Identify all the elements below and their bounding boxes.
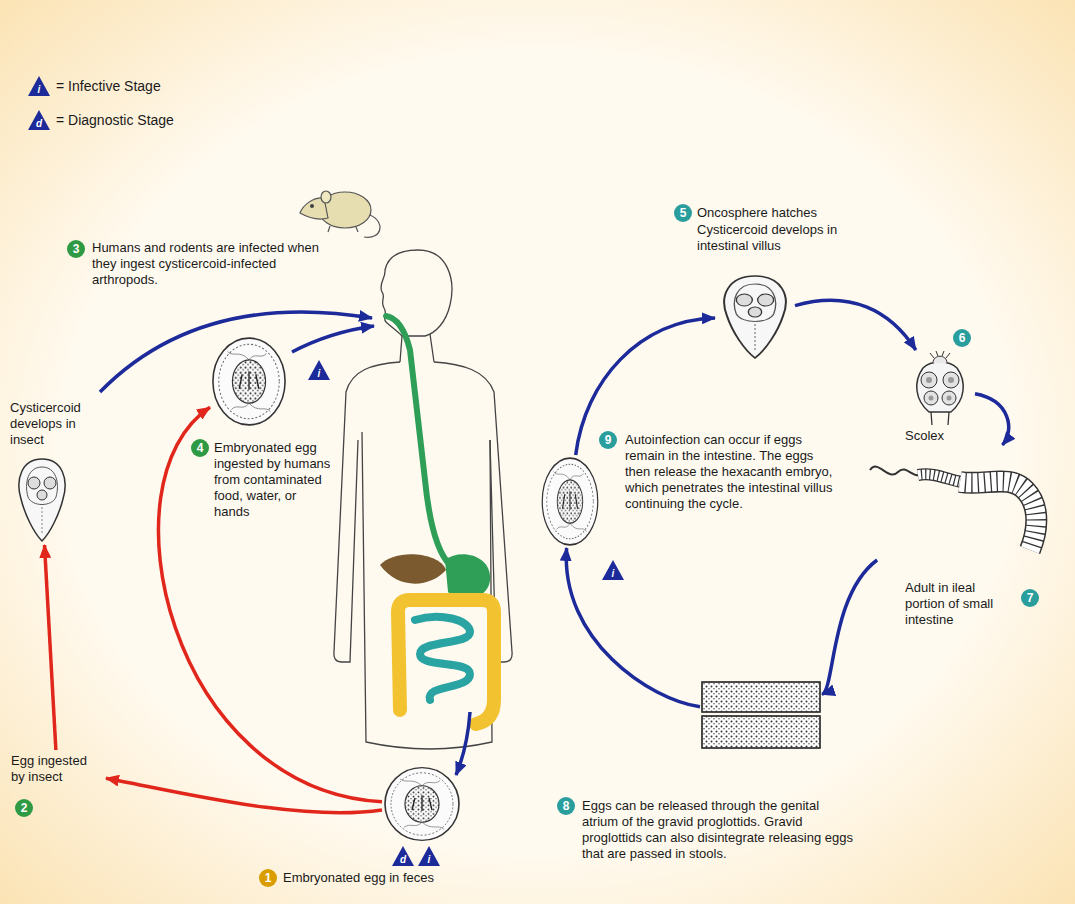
stage-text: Autoinfection can occur if eggs remain i… <box>625 432 840 512</box>
stage-mark-letter: d <box>28 118 50 130</box>
legend-triangles <box>28 76 50 96</box>
rat-illustration <box>364 215 380 237</box>
legend-text: = Infective Stage <box>56 78 161 95</box>
cycle-arrow <box>45 545 56 750</box>
stage-node: Autoinfection can occur if eggs remain i… <box>540 455 600 548</box>
legend-triangles <box>28 110 50 130</box>
adult-worm <box>918 474 962 482</box>
stage-text: Cysticercoid develops in intestinal vill… <box>697 222 872 254</box>
gravid-proglottids <box>702 682 820 712</box>
rat-illustration <box>321 191 331 203</box>
step-note: Humans and rodents are infected when the… <box>92 240 342 288</box>
stage-node: Adult in ileal portion of small intestin… <box>862 445 1047 560</box>
adult-worm <box>870 467 920 476</box>
cycle-arrow <box>566 548 700 707</box>
digestive-organs <box>415 617 470 700</box>
callout-number: 6 <box>953 329 971 347</box>
stage-mark-letter: d <box>392 854 414 866</box>
stage-triangles <box>418 846 440 866</box>
gravid-proglottids <box>702 716 820 748</box>
rat-illustration <box>300 191 380 237</box>
stage-triangles <box>602 560 624 580</box>
stage-text: Adult in ileal portion of small intestin… <box>905 580 1010 628</box>
digestive-organs <box>398 600 494 724</box>
callout-number: 4 <box>191 439 209 457</box>
stage-node: Eggs can be released through the genital… <box>700 680 822 750</box>
ingestion-arrows <box>100 312 372 392</box>
stage-text: Embryonated egg ingested by humans from … <box>214 440 332 520</box>
callout-number: 1 <box>259 869 277 887</box>
legend-text: = Diagnostic Stage <box>56 112 174 129</box>
stage-mark-letter: i <box>308 368 330 380</box>
digestive-organs <box>386 316 450 565</box>
callout-number: 3 <box>67 240 85 258</box>
stage-node: Scolex <box>905 350 975 425</box>
stage-pictures <box>542 458 598 545</box>
stage-text: Eggs can be released through the genital… <box>582 798 857 862</box>
stage-text: Cysticercoid develops in insect <box>10 400 98 448</box>
ingestion-arrows <box>100 312 470 775</box>
stage-triangles <box>392 846 414 866</box>
stage-pictures <box>19 459 65 541</box>
stage-mark-letter: i <box>602 568 624 580</box>
rat-illustration <box>311 205 314 208</box>
callout-number: 2 <box>15 799 33 817</box>
stage-pictures <box>213 338 285 425</box>
digestive-organs <box>380 316 494 724</box>
human-figure <box>381 250 452 336</box>
cycle-arrow <box>158 407 382 802</box>
stage-text: Egg ingested by insect <box>11 753 103 785</box>
callout-number: 8 <box>557 797 575 815</box>
adult-worm <box>960 481 1036 550</box>
adult-worm <box>870 467 1036 550</box>
ingestion-arrows <box>456 712 470 775</box>
stage-node: Egg ingested by insect <box>8 750 106 788</box>
stage-node: Cysticercoid develops in insect <box>12 455 72 545</box>
digestive-organs <box>445 554 490 599</box>
gravid-proglottids <box>702 716 820 748</box>
stage-text: Oncosphere hatches <box>697 205 817 221</box>
stage-pictures <box>724 276 786 358</box>
callout-number: 5 <box>674 204 692 222</box>
stage-node: Embryonated egg ingested by humans from … <box>210 335 288 428</box>
stage-text: Scolex <box>905 428 944 444</box>
legend-triangles <box>28 76 50 130</box>
stage-mark-letter: i <box>418 854 440 866</box>
stage-triangles <box>308 360 624 866</box>
callout-number: 9 <box>599 431 617 449</box>
stage-text: Embryonated egg in feces <box>283 870 434 886</box>
stage-triangles <box>308 360 330 380</box>
stage-node: Embryonated egg in feces <box>382 765 462 843</box>
gravid-proglottids <box>702 682 820 712</box>
cycle-arrow <box>795 300 916 350</box>
stage-node: Oncosphere hatchesCysticercoid develops … <box>715 272 795 362</box>
stage-mark-letter: i <box>28 84 50 96</box>
human-figure <box>334 362 400 662</box>
cycle-arrow <box>822 560 877 694</box>
adult-worm <box>918 474 962 482</box>
adult-worm <box>960 481 1036 550</box>
rat-illustration <box>328 226 358 232</box>
digestive-organs <box>380 554 446 583</box>
stage-pictures <box>385 768 459 841</box>
ingestion-arrows <box>292 326 374 352</box>
callout-number: 7 <box>1021 589 1039 607</box>
stage-pictures <box>19 276 963 840</box>
gravid-proglottids <box>702 682 820 748</box>
human-figure <box>334 250 512 749</box>
stage-pictures <box>917 351 964 425</box>
cycle-arrow <box>975 394 1009 445</box>
